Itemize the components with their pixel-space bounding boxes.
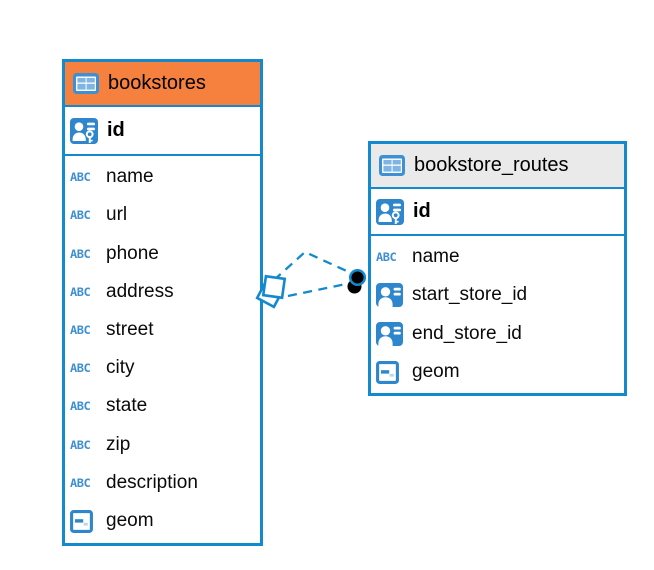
table-bookstore-routes[interactable]: bookstore_routes id ABC name [368, 141, 627, 396]
column-row-geom[interactable]: geom [65, 502, 260, 541]
column-label: start_store_id [412, 283, 528, 305]
text-type-icon: ABC [70, 361, 91, 375]
column-row-name[interactable]: ABC name [65, 158, 260, 196]
table-bookstores-header[interactable]: bookstores [65, 62, 260, 107]
text-type-icon: ABC [70, 246, 91, 261]
column-label: zip [106, 433, 131, 455]
column-row-id[interactable]: id [371, 189, 624, 236]
column-row-start-store-id[interactable]: start_store_id [371, 275, 624, 314]
table-bookstore-routes-fields: ABC name start_store_id [371, 236, 624, 393]
foreign-key-icon [376, 321, 406, 346]
primary-key-icon [70, 117, 100, 144]
primary-key-icon [376, 198, 406, 225]
table-bookstores-fields: ABC name ABC url ABC phone ABC address A… [65, 156, 260, 543]
text-type-icon: ABC [70, 437, 91, 452]
column-label: geom [106, 510, 154, 532]
column-row-city[interactable]: ABC city [65, 349, 260, 387]
text-type-icon: ABC [70, 285, 91, 299]
column-label: geom [412, 361, 460, 382]
text-type-icon: ABC [70, 170, 91, 184]
column-label: end_store_id [412, 322, 522, 344]
column-label: id [107, 119, 125, 141]
column-label: id [413, 200, 431, 222]
column-row-end-store-id[interactable]: end_store_id [371, 314, 624, 353]
geometry-type-icon [70, 509, 100, 533]
table-icon [379, 155, 405, 176]
column-label: description [106, 471, 198, 493]
column-row-zip[interactable]: ABC zip [65, 425, 260, 463]
column-label: name [412, 245, 460, 267]
column-label: name [106, 166, 154, 188]
target-marker-stacked-circles[interactable] [347, 268, 367, 294]
column-row-url[interactable]: ABC url [65, 196, 260, 234]
column-label: street [106, 318, 154, 340]
text-type-icon: ABC [70, 399, 91, 413]
column-label: state [106, 395, 148, 417]
table-bookstore-routes-header[interactable]: bookstore_routes [371, 144, 624, 189]
column-label: phone [106, 242, 159, 264]
column-row-state[interactable]: ABC state [65, 387, 260, 425]
column-label: url [106, 204, 128, 226]
column-row-id[interactable]: id [65, 107, 260, 156]
text-type-icon: ABC [70, 208, 91, 222]
column-row-geom[interactable]: geom [371, 353, 624, 391]
table-bookstores[interactable]: bookstores id ABC name [62, 59, 263, 546]
relationship-connector[interactable] [255, 250, 367, 309]
text-type-icon: ABC [70, 476, 91, 490]
text-type-icon: ABC [376, 249, 397, 264]
geometry-type-icon [376, 360, 406, 384]
column-row-description[interactable]: ABC description [65, 464, 260, 502]
column-row-name[interactable]: ABC name [371, 238, 624, 275]
column-label: address [106, 280, 174, 302]
column-row-phone[interactable]: ABC phone [65, 234, 260, 272]
text-type-icon: ABC [70, 323, 91, 337]
table-title: bookstore_routes [414, 154, 569, 176]
column-row-address[interactable]: ABC address [65, 273, 260, 311]
table-icon [73, 73, 99, 94]
relationship-edge-2[interactable] [287, 281, 352, 298]
column-row-street[interactable]: ABC street [65, 311, 260, 349]
foreign-key-icon [376, 282, 406, 307]
relationship-edge-1[interactable] [273, 250, 352, 281]
column-label: city [106, 357, 135, 379]
table-title: bookstores [108, 72, 206, 94]
